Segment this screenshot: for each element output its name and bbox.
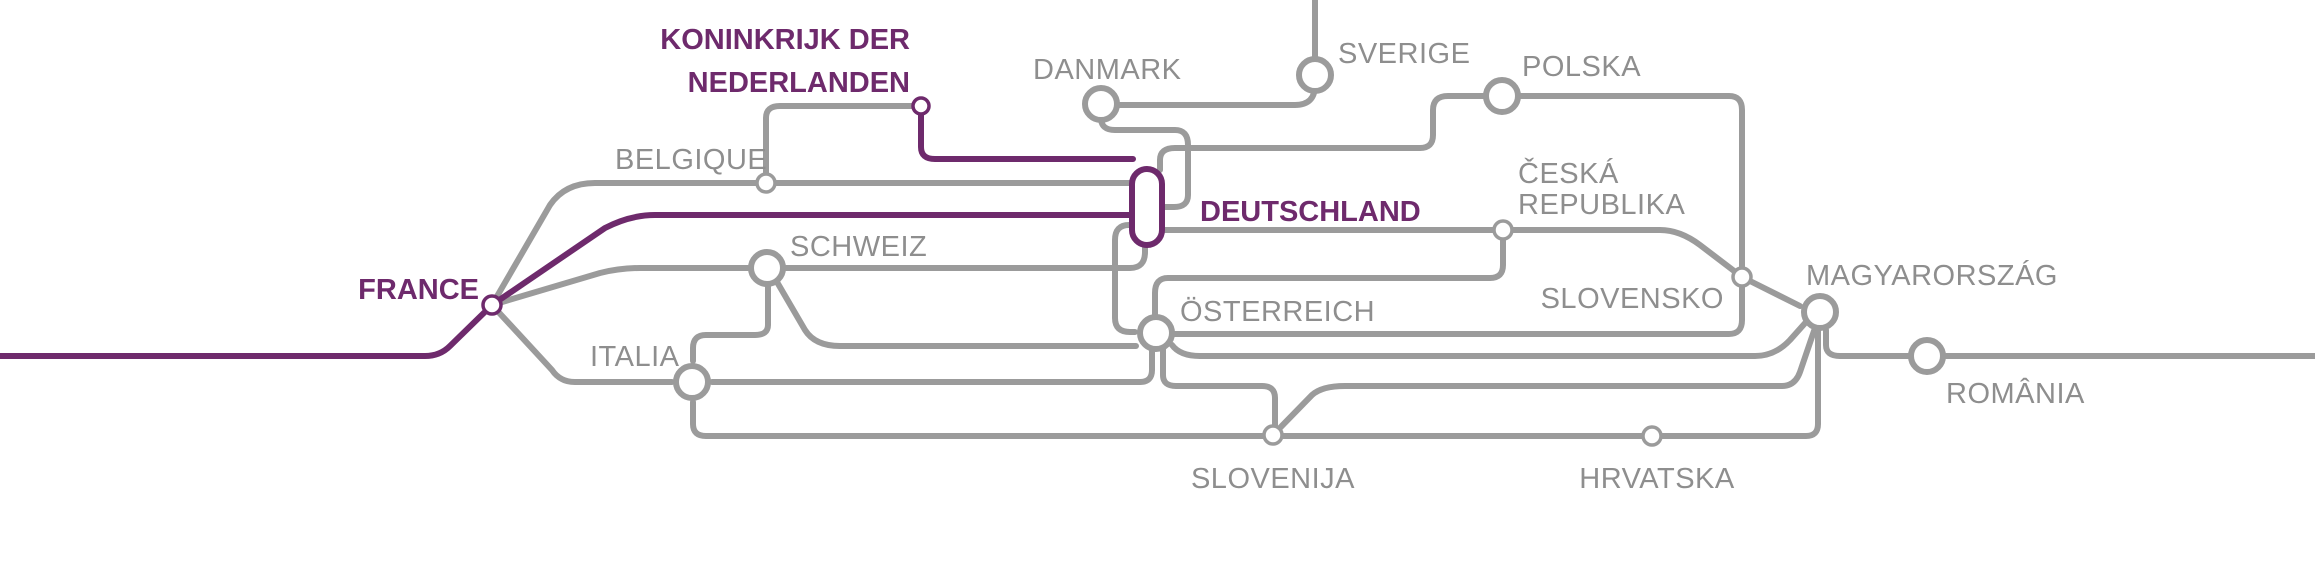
line-belgique-nl	[763, 103, 923, 186]
label-polska: POLSKA	[1522, 51, 1641, 83]
label-slovensko: SLOVENSKO	[1541, 283, 1724, 315]
line-schweiz-italia	[690, 280, 771, 364]
highlighted-lines	[0, 107, 1136, 359]
label-romania: ROMÂNIA	[1946, 377, 2085, 410]
station-hrvatska	[1641, 425, 1663, 447]
station-schweiz	[748, 249, 786, 287]
line-france-schweiz	[489, 265, 751, 308]
line-france-belgique-deutschland	[489, 180, 1136, 308]
label-italia: ITALIA	[590, 341, 680, 373]
station-italia	[673, 363, 711, 401]
labels: KONINKRIJK DER NEDERLANDEN DANMARK SVERI…	[358, 24, 2085, 495]
label-france: FRANCE	[358, 274, 479, 306]
line-polska-slovensko	[1514, 93, 1745, 280]
line-ceska-magyarorszag	[1500, 227, 1803, 309]
highlight-west-france	[0, 302, 495, 359]
station-osterreich	[1137, 314, 1175, 352]
highlight-nl-deutschland	[918, 107, 1136, 162]
label-sverige: SVERIGE	[1338, 38, 1470, 70]
line-magyarorszag-romania	[1823, 327, 1913, 359]
stations	[481, 56, 1946, 447]
label-belgique: BELGIQUE	[615, 144, 767, 176]
label-hrvatska: HRVATSKA	[1579, 463, 1735, 495]
network-lines	[489, 0, 2315, 439]
line-polska-deutschland	[1157, 93, 1488, 173]
station-polska	[1483, 77, 1521, 115]
label-netherlands-2: NEDERLANDEN	[688, 67, 910, 99]
line-italia-osterreich	[709, 347, 1155, 385]
label-ceska-1: ČESKÁ	[1518, 156, 1619, 190]
station-deutschland	[1129, 166, 1165, 248]
label-slovenija: SLOVENIJA	[1191, 463, 1355, 495]
station-netherlands	[911, 96, 931, 116]
label-deutschland: DEUTSCHLAND	[1200, 196, 1421, 228]
station-ceska	[1492, 219, 1514, 241]
station-sverige	[1296, 56, 1334, 94]
line-osterreich-magyarorszag	[1169, 309, 1818, 359]
line-france-italia	[489, 302, 675, 385]
label-netherlands-1: KONINKRIJK DER	[660, 24, 910, 56]
line-ceska-osterreich	[1152, 237, 1506, 318]
line-italia-slovenija-hrvatska-magyarorszag	[690, 327, 1821, 439]
line-deutschland-osterreich	[1112, 222, 1138, 335]
label-ceska-2: REPUBLIKA	[1518, 189, 1685, 221]
station-france	[481, 294, 503, 316]
line-osterreich-slovenija	[1160, 345, 1278, 436]
label-danmark: DANMARK	[1033, 54, 1182, 86]
line-danmark-deutschland	[1098, 115, 1191, 210]
station-magyarorszag	[1801, 293, 1839, 331]
highlight-france-deutschland	[489, 212, 1135, 308]
label-magyarorszag: MAGYARORSZÁG	[1806, 259, 2058, 292]
label-osterreich: ÖSTERREICH	[1180, 296, 1375, 328]
station-belgique	[755, 172, 777, 194]
label-schweiz: SCHWEIZ	[790, 231, 927, 263]
line-schweiz-deutschland	[783, 237, 1148, 271]
line-schweiz-osterreich	[774, 279, 1139, 349]
station-romania	[1908, 337, 1946, 375]
station-danmark	[1082, 85, 1120, 123]
line-osterreich-slovensko	[1169, 275, 1745, 337]
station-slovensko	[1731, 266, 1753, 288]
line-slovenija-magyarorszag	[1270, 325, 1818, 438]
station-slovenija	[1262, 424, 1284, 446]
